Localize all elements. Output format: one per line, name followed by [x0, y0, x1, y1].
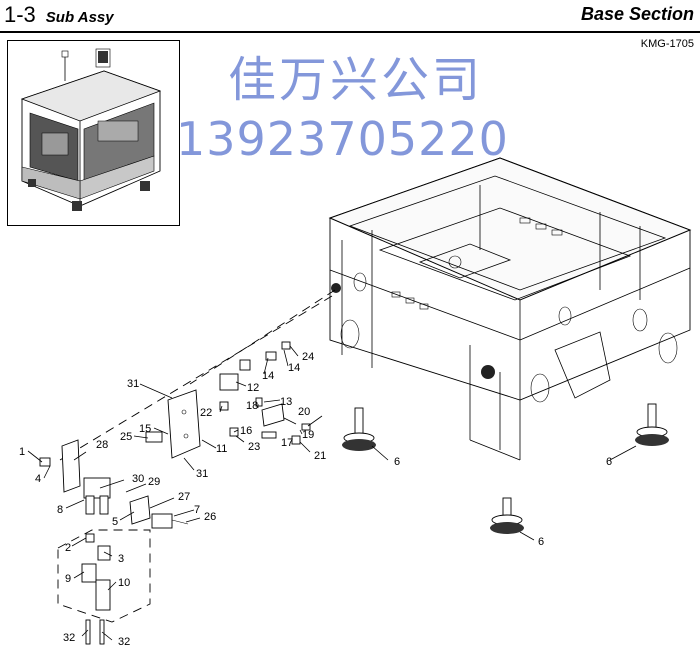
leader-lines	[27, 345, 637, 641]
callout-32-right: 32	[118, 636, 130, 648]
callout-2: 2	[65, 542, 71, 554]
callout-17: 17	[281, 437, 293, 449]
callout-19: 19	[302, 429, 314, 441]
callout-10: 10	[118, 577, 130, 589]
callout-23: 23	[248, 441, 260, 453]
callout-16: 16	[240, 425, 252, 437]
leveling-foot	[490, 497, 524, 534]
callout-9: 9	[65, 573, 71, 585]
filter-bowl-parts	[81, 533, 111, 611]
callout-24: 24	[302, 351, 314, 363]
leveling-foot	[635, 403, 669, 446]
callout-20: 20	[298, 406, 310, 418]
callout-32-left: 32	[63, 632, 75, 644]
callout-15: 15	[139, 423, 151, 435]
callout-4: 4	[35, 473, 41, 485]
section-header: 1-3 Sub Assy	[4, 2, 114, 32]
callout-1: 1	[19, 446, 25, 458]
callout-6-right: 6	[606, 456, 612, 468]
callout-14-lower: 14	[262, 370, 274, 382]
callout-26: 26	[204, 511, 216, 523]
callout-labels: 1 2 3 4 5 6 6 6 7 8 9 10 11 12 13 14 14 …	[19, 351, 612, 648]
pins	[85, 619, 105, 645]
callout-13: 13	[280, 396, 292, 408]
callout-31-upper: 31	[127, 378, 139, 390]
exploded-group-outline	[57, 529, 151, 623]
callout-22: 22	[200, 407, 212, 419]
callout-6-front: 6	[538, 536, 544, 548]
callout-12: 12	[247, 382, 259, 394]
machine-overview-illustration	[20, 48, 162, 211]
filter-regulator-assembly	[39, 439, 189, 529]
header-rule	[0, 31, 700, 33]
callout-5: 5	[112, 516, 118, 528]
page-title: Base Section	[580, 4, 694, 24]
drawing-code: KMG-1705	[640, 38, 694, 50]
callout-11: 11	[216, 443, 227, 455]
base-frame	[328, 157, 692, 461]
assembly-line	[59, 295, 333, 461]
section-number: 1-3	[4, 2, 36, 27]
valve-bracket-assembly	[145, 341, 311, 459]
callout-14-upper: 14	[288, 362, 300, 374]
machine-overview-inset	[7, 40, 180, 226]
callout-8: 8	[57, 504, 63, 516]
callout-27: 27	[178, 491, 190, 503]
callout-29: 29	[148, 476, 160, 488]
callout-3: 3	[118, 553, 124, 565]
callout-7: 7	[194, 504, 200, 516]
callout-25: 25	[120, 431, 132, 443]
watermark-phone: 13923705220	[176, 112, 509, 166]
callout-30: 30	[132, 473, 144, 485]
callout-6-left: 6	[394, 456, 400, 468]
callout-28: 28	[96, 439, 108, 451]
watermark-company-name: 佳万兴公司	[228, 52, 484, 108]
callout-31-lower: 31	[196, 468, 208, 480]
leveling-foot	[342, 407, 376, 451]
callout-18: 18	[246, 400, 258, 412]
callout-21: 21	[314, 450, 326, 462]
section-title: Sub Assy	[45, 9, 114, 26]
